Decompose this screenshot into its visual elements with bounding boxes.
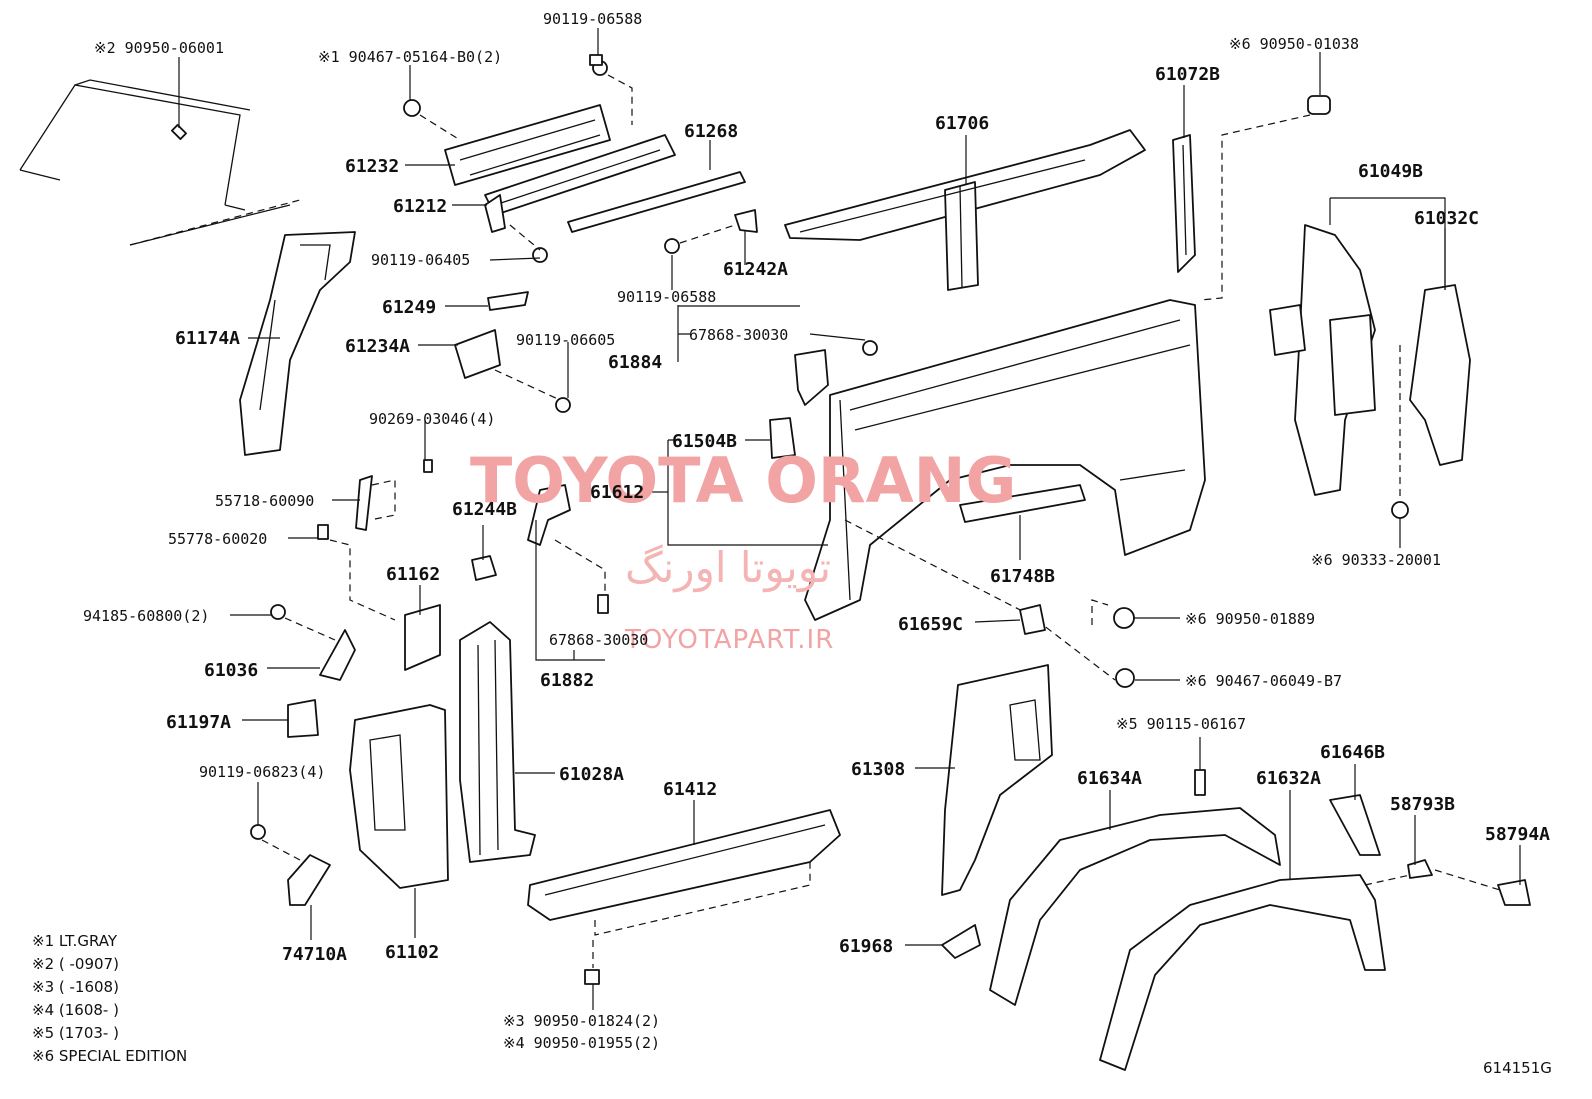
clip-55718 xyxy=(355,475,373,531)
watermark-site: TOYOTAPART.IR xyxy=(624,625,834,655)
part-label[interactable]: 61268 xyxy=(684,121,738,142)
reinforcement-61748b xyxy=(959,484,1086,523)
part-label[interactable]: 61632A xyxy=(1256,768,1321,789)
part-label[interactable]: 90119-06405 xyxy=(371,251,470,269)
part-label[interactable]: 90269-03046(4) xyxy=(369,410,495,428)
wheel-arches xyxy=(989,807,1386,1071)
diagram-id: 614151G xyxy=(1483,1059,1552,1077)
cross-member xyxy=(784,129,1146,291)
watermark-brand-fa: تویوتا اورنگ xyxy=(625,543,831,592)
part-label[interactable]: 61968 xyxy=(839,936,893,957)
part-label[interactable]: 61242A xyxy=(723,259,788,280)
part-label[interactable]: ※3 90950-01824(2) xyxy=(503,1012,660,1030)
part-label[interactable]: 61232 xyxy=(345,156,399,177)
part-label[interactable]: 61308 xyxy=(851,759,905,780)
part-label[interactable]: 90119-06588 xyxy=(617,288,716,306)
part-label[interactable]: 67868-30030 xyxy=(549,631,648,649)
bracket-58793b xyxy=(1407,859,1433,879)
part-label[interactable]: 61036 xyxy=(204,660,258,681)
footnotes: ※1 LT.GRAY ※2 ( -0907) ※3 ( -1608) ※4 (1… xyxy=(32,932,187,1065)
part-label[interactable]: 61072B xyxy=(1155,64,1220,85)
center-pillar-61028a xyxy=(459,621,536,863)
bracket-74710a xyxy=(287,854,331,906)
part-labels: ※2 90950-06001 ※1 90467-05164-B0(2) 9011… xyxy=(83,10,1550,1052)
part-label[interactable]: 61032C xyxy=(1414,208,1479,229)
bracket-61882 xyxy=(527,484,571,546)
leader-lines xyxy=(178,28,1521,1010)
bracket-61036 xyxy=(319,629,356,681)
part-label[interactable]: 61882 xyxy=(540,670,594,691)
part-label[interactable]: 55718-60090 xyxy=(215,492,314,510)
part-label[interactable]: ※6 90950-01889 xyxy=(1185,610,1315,628)
part-label[interactable]: 61197A xyxy=(166,712,231,733)
part-label[interactable]: ※6 90467-06049-B7 xyxy=(1185,672,1342,690)
part-label[interactable]: 61748B xyxy=(990,566,1055,587)
footnote: ※4 (1608- ) xyxy=(32,1001,119,1019)
part-label[interactable]: 61234A xyxy=(345,336,410,357)
part-label[interactable]: 74710A xyxy=(282,944,347,965)
part-label[interactable]: 61706 xyxy=(935,113,989,134)
part-label[interactable]: 61634A xyxy=(1077,768,1142,789)
part-label[interactable]: 61412 xyxy=(663,779,717,800)
part-label[interactable]: 61659C xyxy=(898,614,963,635)
pad-61197a xyxy=(287,699,319,738)
part-label[interactable]: ※2 90950-06001 xyxy=(94,39,224,57)
bracket-61249 xyxy=(487,291,529,311)
footnote: ※6 SPECIAL EDITION xyxy=(32,1047,187,1065)
bracket-58794a xyxy=(1497,879,1531,906)
part-label[interactable]: 61102 xyxy=(385,942,439,963)
part-label[interactable]: ※6 90950-01038 xyxy=(1229,35,1359,53)
part-label[interactable]: ※6 90333-20001 xyxy=(1311,551,1441,569)
footnote: ※1 LT.GRAY xyxy=(32,932,118,950)
part-label[interactable]: ※5 90115-06167 xyxy=(1116,715,1246,733)
part-label[interactable]: 90119-06588 xyxy=(543,10,642,28)
part-label[interactable]: 90119-06823(4) xyxy=(199,763,325,781)
bracket-61968 xyxy=(941,924,981,959)
part-label[interactable]: 94185-60800(2) xyxy=(83,607,209,625)
part-label[interactable]: 61049B xyxy=(1358,161,1423,182)
part-label[interactable]: 61162 xyxy=(386,564,440,585)
part-label[interactable]: 61212 xyxy=(393,196,447,217)
roof-rail-parts xyxy=(403,54,758,263)
a-pillar xyxy=(239,231,356,456)
bracket-61884 xyxy=(794,349,829,406)
part-label[interactable]: 61646B xyxy=(1320,742,1385,763)
part-label[interactable]: 61884 xyxy=(608,352,662,373)
part-label[interactable]: 58794A xyxy=(1485,824,1550,845)
watermark-brand-en: TOYOTA ORANG xyxy=(470,444,1016,517)
bracket-61504b xyxy=(769,417,796,459)
part-label[interactable]: 61504B xyxy=(672,431,737,452)
rear-pillar-panels xyxy=(1269,224,1471,519)
inner-panel-61102 xyxy=(349,704,449,889)
part-label[interactable]: 61612 xyxy=(590,482,644,503)
footnote: ※5 (1703- ) xyxy=(32,1024,119,1042)
quarter-panel xyxy=(804,299,1206,621)
part-label[interactable]: 67868-30030 xyxy=(689,326,788,344)
plug-61244b xyxy=(471,555,497,581)
part-label[interactable]: 61244B xyxy=(452,499,517,520)
part-label[interactable]: ※4 90950-01955(2) xyxy=(503,1034,660,1052)
part-label[interactable]: ※1 90467-05164-B0(2) xyxy=(318,48,502,66)
part-label[interactable]: 61174A xyxy=(175,328,240,349)
rocker-panel-61412 xyxy=(527,809,841,921)
part-label[interactable]: 58793B xyxy=(1390,794,1455,815)
bracket-61162 xyxy=(404,604,441,671)
footnote: ※3 ( -1608) xyxy=(32,978,119,996)
wheelhouse-panel-61308 xyxy=(941,664,1053,896)
bracket-61234a xyxy=(454,329,501,379)
part-label[interactable]: 90119-06605 xyxy=(516,331,615,349)
part-label[interactable]: 61028A xyxy=(559,764,624,785)
grommet xyxy=(1307,95,1331,115)
part-label[interactable]: 61249 xyxy=(382,297,436,318)
part-label[interactable]: 55778-60020 xyxy=(168,530,267,548)
cover-61646b xyxy=(1329,794,1381,856)
footnote: ※2 ( -0907) xyxy=(32,955,119,973)
windshield-glass xyxy=(19,79,301,246)
